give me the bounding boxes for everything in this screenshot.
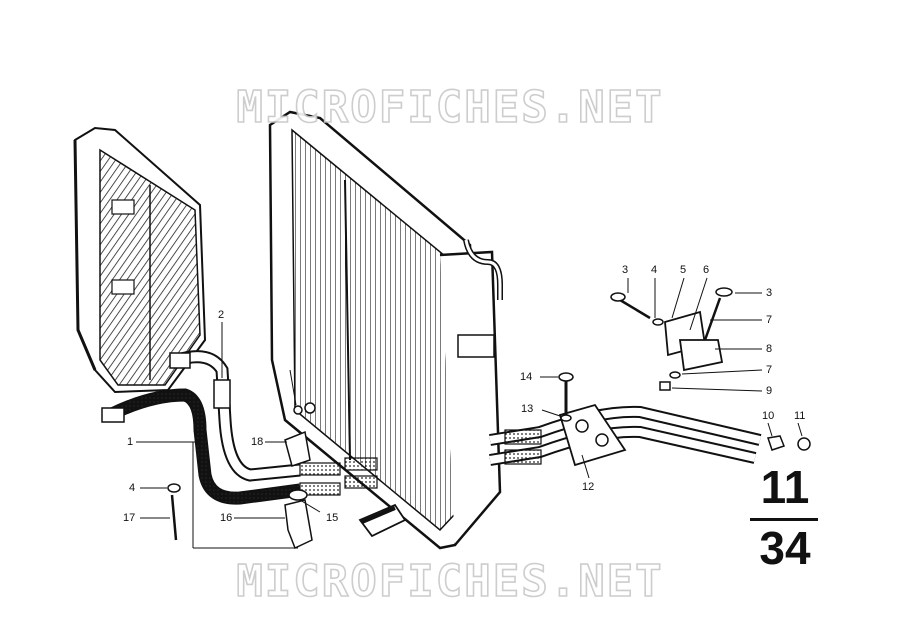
figure-number-top: 11: [760, 461, 810, 513]
radiator: [268, 110, 503, 550]
callout-15: 15: [326, 512, 339, 524]
callout-3-right: 3: [766, 287, 773, 299]
callout-9: 9: [766, 385, 773, 397]
callout-13: 13: [521, 403, 534, 415]
callout-14: 14: [520, 371, 533, 383]
callout-10: 10: [762, 410, 775, 422]
callout-4-left: 4: [129, 482, 136, 494]
callout-11: 11: [794, 410, 806, 422]
callout-6: 6: [703, 264, 710, 276]
bracket-hardware: [610, 287, 733, 391]
callout-1: 1: [127, 436, 134, 448]
leader-lines: [136, 277, 803, 549]
callout-5: 5: [680, 264, 687, 276]
callout-4: 4: [651, 264, 658, 276]
callout-17: 17: [123, 512, 136, 524]
oil-line-left: [101, 350, 378, 505]
oil-cooler-left: [73, 126, 207, 394]
callout-3: 3: [622, 264, 629, 276]
oil-line-right: [489, 403, 811, 467]
callout-12: 12: [582, 481, 595, 493]
callout-7: 7: [766, 314, 773, 326]
callout-18: 18: [251, 436, 264, 448]
callout-7-lower: 7: [766, 364, 773, 376]
figure-number-divider: [750, 518, 818, 521]
figure-number-bottom: 34: [759, 522, 811, 574]
callout-2: 2: [218, 309, 225, 321]
watermark-bottom: MICROFICHES.NET: [236, 555, 664, 608]
clamp-parts: [167, 372, 574, 550]
callout-16: 16: [220, 512, 233, 524]
watermark-top: MICROFICHES.NET: [236, 81, 664, 134]
callout-8: 8: [766, 343, 773, 355]
